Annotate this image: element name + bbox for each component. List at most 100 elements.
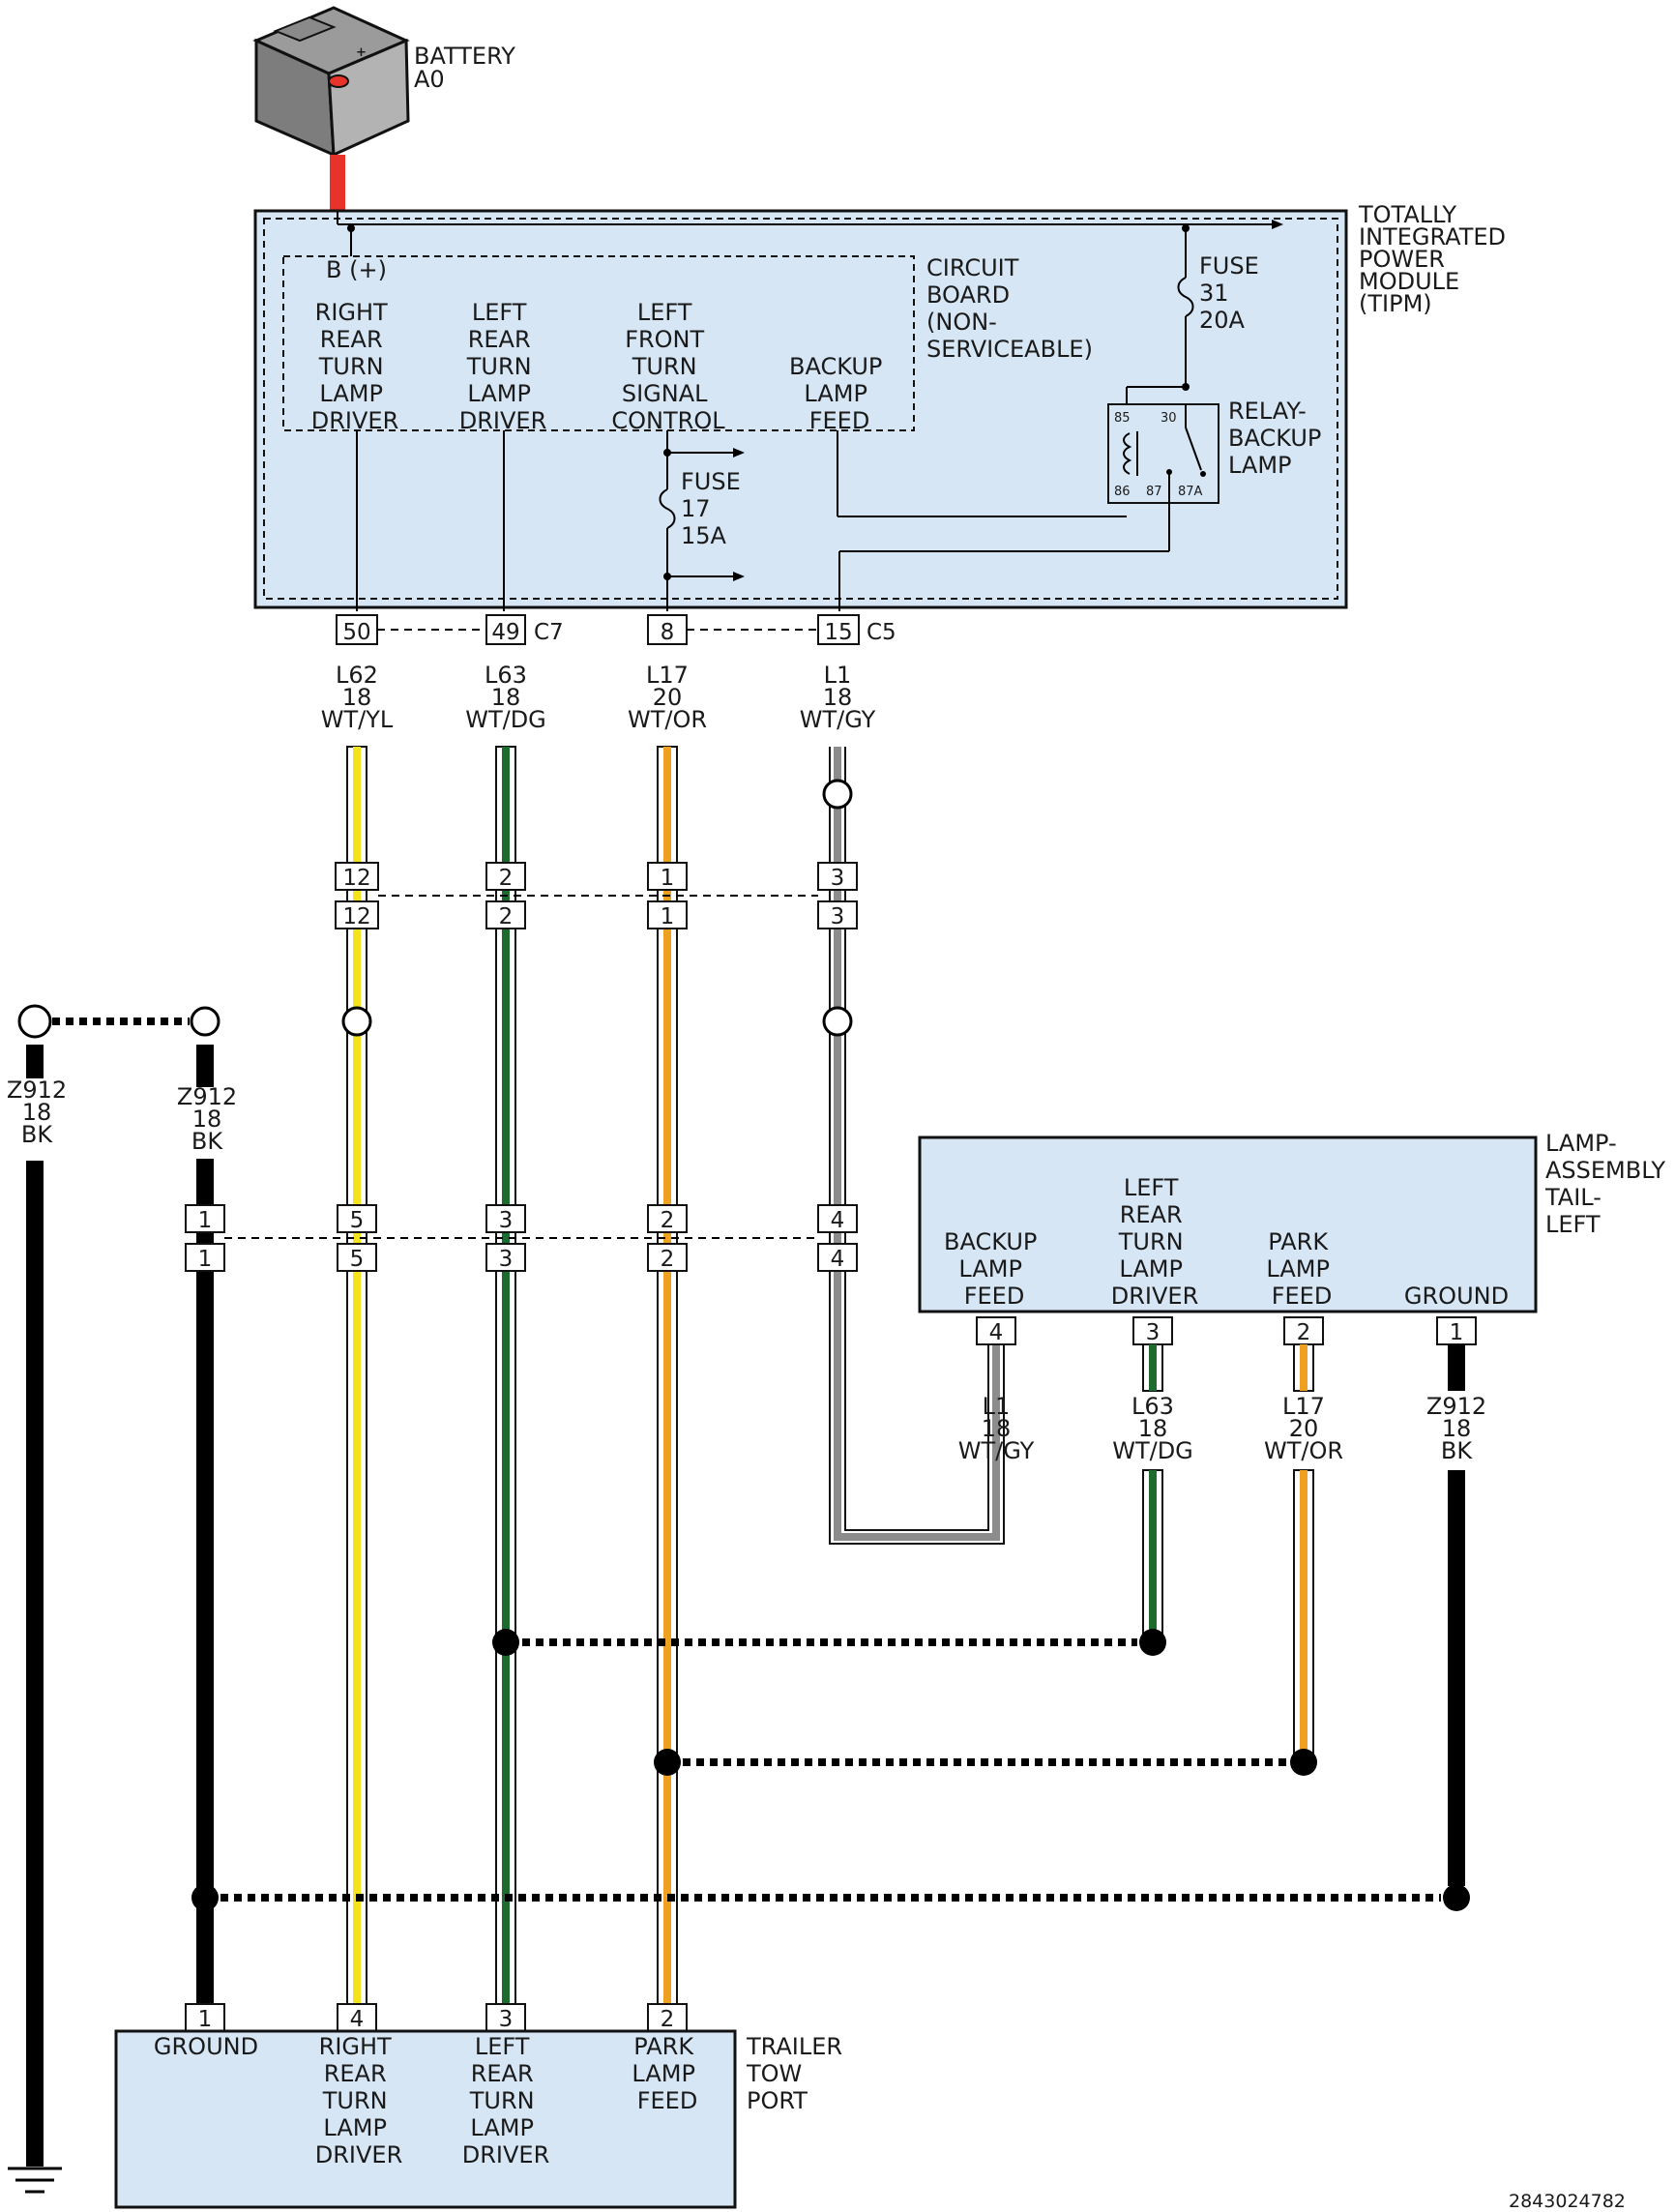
- trailer-tow-port: [114, 2029, 737, 2209]
- relay-backup-lamp: 85 30 86 87 87A: [1107, 403, 1220, 504]
- wire-l62: [346, 746, 367, 2005]
- svg-text:3: 3: [499, 1247, 514, 1272]
- battery-cable: [330, 155, 345, 211]
- splice-point: [822, 779, 853, 810]
- output-left-rear-turn: LEFT REAR TURN LAMP DRIVER: [459, 299, 547, 434]
- svg-text:2: 2: [499, 904, 514, 929]
- lamp-pin-4-label: BACKUP LAMP FEED: [944, 1228, 1044, 1310]
- output-left-front-turn: LEFT FRONT TURN SIGNAL CONTROL: [611, 299, 725, 434]
- connector-c7-pin-49: 49: [485, 614, 526, 645]
- svg-text:50: 50: [342, 620, 370, 645]
- svg-text:8: 8: [661, 620, 675, 645]
- fuse-31-icon: [1177, 277, 1194, 317]
- splice-point: [1443, 1884, 1470, 1911]
- svg-text:1: 1: [198, 1247, 213, 1272]
- svg-text:30: 30: [1161, 411, 1177, 426]
- svg-text:87A: 87A: [1178, 485, 1203, 499]
- battery-label: BATTERY A0: [414, 43, 523, 93]
- wire-z912-lamp: [1448, 1344, 1465, 1391]
- wire-z912-chassis-ground: [26, 1045, 44, 1078]
- svg-text:12: 12: [342, 904, 370, 929]
- trailer-pin-4-label: RIGHT REAR TURN LAMP DRIVER: [315, 2033, 403, 2168]
- tipm-inner-boundary: [263, 218, 1338, 600]
- svg-text:15: 15: [824, 620, 852, 645]
- svg-text:4: 4: [989, 1320, 1004, 1345]
- splice-point: [1139, 1629, 1166, 1656]
- lamp-connector: 4 3 2 1: [976, 1316, 1477, 1345]
- svg-text:4: 4: [831, 1247, 845, 1272]
- svg-text:2: 2: [661, 1208, 675, 1233]
- svg-text:87: 87: [1146, 485, 1162, 499]
- wire-l63: [495, 746, 516, 2005]
- svg-text:5: 5: [350, 1208, 365, 1233]
- fuse-17-icon: [659, 488, 676, 529]
- svg-text:4: 4: [831, 1208, 845, 1233]
- trailer-pin-2-label: PARK LAMP FEED: [632, 2033, 702, 2114]
- connector-c7-label: C7: [534, 620, 564, 645]
- trailer-pin-1-label: GROUND: [154, 2033, 258, 2060]
- connector-c5-pin-15: 15: [817, 614, 860, 645]
- svg-text:3: 3: [831, 866, 845, 891]
- svg-text:3: 3: [499, 1208, 514, 1233]
- svg-text:86: 86: [1114, 485, 1131, 499]
- lamp-assembly-title: LAMP- ASSEMBLY TAIL- LEFT: [1544, 1130, 1673, 1238]
- fuse-31-label: FUSE 31 20A: [1199, 252, 1266, 334]
- svg-text:+: +: [356, 45, 367, 60]
- output-right-rear-turn: RIGHT REAR TURN LAMP DRIVER: [311, 299, 399, 434]
- splice-point: [822, 1006, 853, 1037]
- svg-text:49: 49: [491, 620, 519, 645]
- connector-c5-pin-8: 8: [647, 614, 688, 645]
- svg-text:3: 3: [831, 904, 845, 929]
- wire-l63-lamp: [1142, 1343, 1163, 1645]
- svg-text:1: 1: [661, 866, 675, 891]
- svg-text:3: 3: [1146, 1320, 1161, 1345]
- tipm-title: TOTALLY INTEGRATED POWER MODULE (TIPM): [1358, 201, 1513, 317]
- svg-text:2: 2: [499, 866, 514, 891]
- splice-point: [191, 1884, 219, 1911]
- svg-text:12: 12: [342, 866, 370, 891]
- svg-text:4: 4: [350, 2007, 365, 2032]
- wire-z912-trailer-ground: [196, 1045, 214, 2004]
- svg-text:3: 3: [499, 2007, 514, 2032]
- splice-point: [1290, 1749, 1317, 1776]
- bplus-label: B (+): [326, 256, 387, 283]
- lamp-pin-2-label: PARK LAMP FEED: [1266, 1228, 1337, 1310]
- splice-point: [17, 1004, 52, 1039]
- svg-text:1: 1: [1450, 1320, 1464, 1345]
- svg-text:2: 2: [661, 1247, 675, 1272]
- svg-text:1: 1: [198, 2007, 213, 2032]
- wire-l17-lamp: [1293, 1343, 1314, 1761]
- output-backup-lamp-feed: BACKUP LAMP FEED: [789, 353, 890, 434]
- circuit-board: [282, 255, 915, 431]
- splice-point: [341, 1006, 372, 1037]
- svg-text:2: 2: [661, 2007, 675, 2032]
- wire-l17: [657, 746, 678, 2005]
- circuit-board-label: CIRCUIT BOARD (NON- SERVICEABLE): [926, 254, 1093, 363]
- document-number: 2843024782: [1509, 2191, 1626, 2212]
- connector-c5-label: C5: [867, 620, 896, 645]
- wire-l1: [829, 747, 1005, 1545]
- lamp-pin-3-label: LEFT REAR TURN LAMP DRIVER: [1111, 1174, 1199, 1310]
- trailer-port-connector: 1 4 3 2: [185, 2003, 688, 2032]
- relay-coil-icon: [1123, 432, 1132, 475]
- svg-text:1: 1: [198, 1208, 213, 1233]
- svg-text:85: 85: [1114, 411, 1131, 426]
- relay-label: RELAY- BACKUP LAMP: [1228, 398, 1329, 479]
- splice-point: [654, 1749, 681, 1776]
- svg-text:2: 2: [1297, 1320, 1311, 1345]
- inline-connector-1: 12 12 2 2 1 1 3 3: [335, 862, 858, 929]
- connector-c7-pin-50: 50: [336, 614, 378, 645]
- svg-text:5: 5: [350, 1247, 365, 1272]
- trailer-port-title: TRAILER TOW PORT: [746, 2033, 850, 2114]
- splice-point: [492, 1629, 519, 1656]
